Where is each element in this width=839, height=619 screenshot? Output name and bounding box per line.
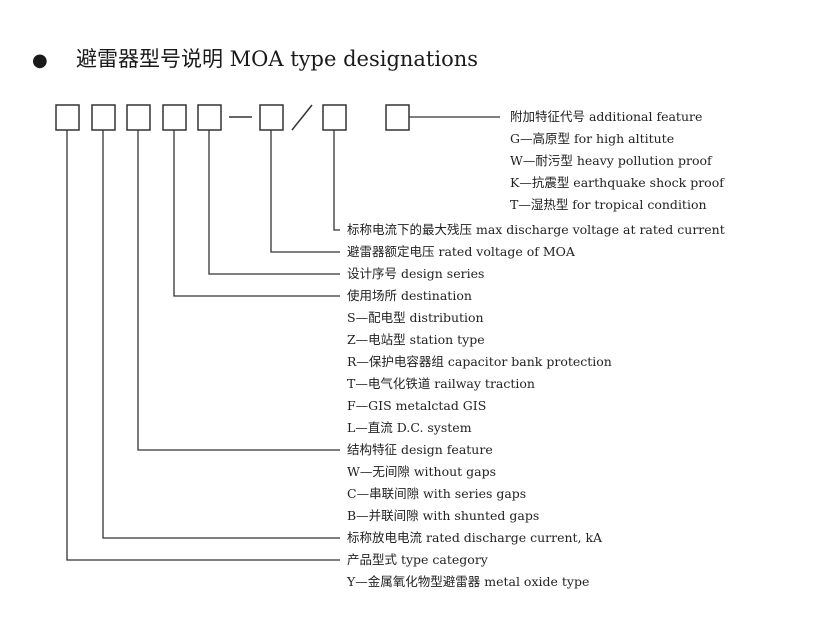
leader-residual-voltage bbox=[333, 130, 340, 231]
code-dash: — bbox=[229, 103, 253, 131]
code-box-residual-voltage bbox=[322, 104, 347, 131]
code-box-design-series bbox=[197, 104, 222, 131]
label-c-series-gaps: C—串联间隙 with series gaps bbox=[347, 486, 526, 501]
label-r-capacitor-bank: R—保护电容器组 capacitor bank protection bbox=[347, 354, 612, 369]
code-box-destination bbox=[162, 104, 187, 131]
label-s-distribution: S—配电型 distribution bbox=[347, 310, 484, 325]
code-slash-line bbox=[291, 104, 313, 131]
label-type-category: 产品型式 type category bbox=[347, 552, 489, 567]
title-bullet: ● bbox=[32, 50, 48, 71]
leader-rated-voltage bbox=[270, 130, 340, 253]
code-box-rated-voltage bbox=[259, 104, 284, 131]
label-rated-discharge-current: 标称放电电流 rated discharge current, kA bbox=[347, 530, 603, 545]
code-box-design-feature bbox=[126, 104, 151, 131]
code-slash: / bbox=[295, 106, 304, 134]
label-design-series: 设计序号 design series bbox=[347, 266, 484, 281]
label-additional-feature: 附加特征代号 additional feature bbox=[510, 109, 702, 124]
label-w-pollution-proof: W—耐污型 heavy pollution proof bbox=[510, 153, 713, 168]
leader-lines bbox=[66, 116, 500, 561]
leader-destination bbox=[173, 130, 340, 297]
code-box-type-category bbox=[55, 104, 80, 131]
label-z-station: Z—电站型 station type bbox=[347, 332, 485, 347]
title-group: ● 避雷器型号说明 MOA type designations bbox=[32, 47, 478, 71]
leader-design-series bbox=[208, 130, 340, 275]
leader-rated-discharge-current bbox=[102, 130, 340, 539]
code-box-rated-discharge-current bbox=[91, 104, 116, 131]
code-separators bbox=[229, 104, 313, 131]
label-w-without-gaps: W—无间隙 without gaps bbox=[347, 464, 496, 479]
label-k-earthquake-proof: K—抗震型 earthquake shock proof bbox=[510, 175, 725, 190]
label-y-metal-oxide: Y—金属氧化物型避雷器 metal oxide type bbox=[346, 574, 589, 589]
label-rated-voltage: 避雷器额定电压 rated voltage of MOA bbox=[347, 244, 576, 259]
leader-type-category bbox=[66, 130, 340, 561]
leader-design-feature bbox=[137, 130, 340, 451]
code-box-additional-feature bbox=[385, 104, 410, 131]
label-f-gis: F—GIS metalctad GIS bbox=[347, 398, 486, 413]
label-t-railway: T—电气化铁道 railway traction bbox=[347, 376, 535, 391]
labels: 附加特征代号 additional feature G—高原型 for high… bbox=[346, 109, 725, 589]
label-design-feature: 结构特征 design feature bbox=[347, 442, 493, 457]
label-max-discharge-voltage: 标称电流下的最大残压 max discharge voltage at rate… bbox=[347, 222, 725, 237]
label-destination: 使用场所 destination bbox=[347, 288, 472, 303]
label-t-tropical: T—湿热型 for tropical condition bbox=[510, 197, 707, 212]
label-g-high-altitude: G—高原型 for high altitute bbox=[510, 131, 674, 146]
page-title: 避雷器型号说明 MOA type designations bbox=[76, 47, 478, 71]
label-l-dc-system: L—直流 D.C. system bbox=[347, 420, 472, 435]
label-b-shunted-gaps: B—并联间隙 with shunted gaps bbox=[347, 508, 539, 523]
